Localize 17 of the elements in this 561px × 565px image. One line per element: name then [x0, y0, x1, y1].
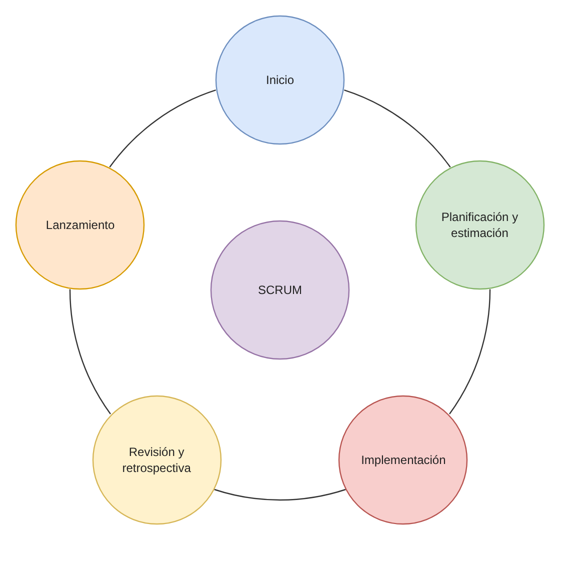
phase-label: SCRUM	[258, 282, 302, 298]
phase-label: Planificación y estimación	[440, 208, 520, 242]
phase-label: Lanzamiento	[46, 217, 115, 234]
phase-circle	[215, 15, 345, 145]
ring-arc	[69, 289, 111, 414]
phase-label: Revisión y retrospectiva	[121, 444, 192, 476]
ring-arc	[344, 90, 451, 168]
phase-circle	[338, 394, 468, 525]
phase-circle	[15, 160, 146, 290]
ring-arc	[449, 289, 491, 414]
phase-label: Inicio	[266, 72, 294, 88]
ring-arc	[214, 488, 346, 500]
phase-circle	[92, 394, 222, 525]
phase-circle	[210, 220, 350, 360]
phase-label: Implementación	[361, 452, 446, 468]
phase-circle	[414, 160, 545, 290]
ring-arc	[109, 90, 216, 168]
